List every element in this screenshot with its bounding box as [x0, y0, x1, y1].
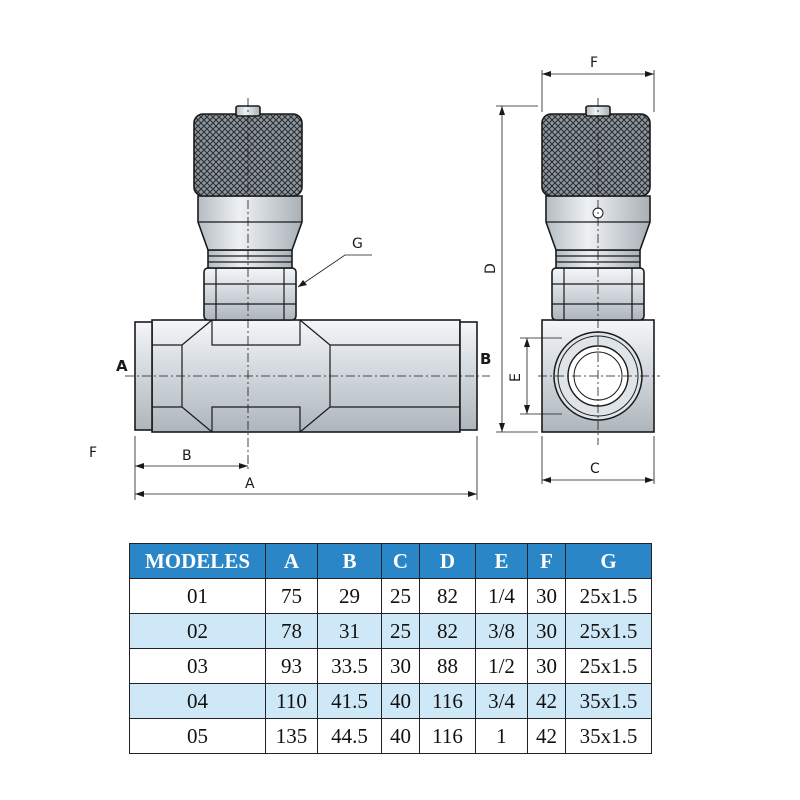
col-header-modeles: MODELES — [129, 543, 266, 579]
table-cell: 3/4 — [475, 683, 528, 719]
side-knurled-knob — [541, 113, 651, 197]
table-cell: 75 — [265, 578, 318, 614]
valve-body — [151, 319, 461, 433]
side-view: F D E C — [483, 55, 660, 484]
col-header-g: G — [565, 543, 652, 579]
table-cell: 01 — [129, 578, 266, 614]
table-cell: 25 — [381, 613, 420, 649]
table-cell: 35x1.5 — [565, 683, 652, 719]
front-view: A B G B A F — [89, 98, 491, 500]
dim-e-label: E — [508, 373, 524, 382]
table-cell: 82 — [419, 578, 476, 614]
table-cell: 78 — [265, 613, 318, 649]
col-header-f: F — [527, 543, 566, 579]
table-cell: 30 — [527, 578, 566, 614]
table-cell: 1/4 — [475, 578, 528, 614]
dim-d-label: D — [483, 263, 499, 274]
table-cell: 116 — [419, 718, 476, 754]
dim-g-label: G — [352, 236, 363, 252]
table-cell: 25x1.5 — [565, 613, 652, 649]
col-header-c: C — [381, 543, 420, 579]
col-header-e: E — [475, 543, 528, 579]
table-row: 04 110 41.5 40 116 3/4 42 35x1.5 — [129, 683, 652, 719]
table-cell: 03 — [129, 648, 266, 684]
table-cell: 29 — [317, 578, 382, 614]
table-cell: 05 — [129, 718, 266, 754]
port-b-label: B — [480, 350, 491, 368]
table-cell: 31 — [317, 613, 382, 649]
table-cell: 40 — [381, 718, 420, 754]
col-header-d: D — [419, 543, 476, 579]
table-cell: 35x1.5 — [565, 718, 652, 754]
table-cell: 88 — [419, 648, 476, 684]
table-cell: 30 — [381, 648, 420, 684]
table-row: 02 78 31 25 82 3/8 30 25x1.5 — [129, 613, 652, 649]
table-cell: 1/2 — [475, 648, 528, 684]
internal-bore — [152, 319, 460, 433]
table-cell: 25 — [381, 578, 420, 614]
table-cell: 30 — [527, 613, 566, 649]
stem-neck — [207, 249, 293, 269]
table-cell: 82 — [419, 613, 476, 649]
table-cell: 93 — [265, 648, 318, 684]
table-cell: 1 — [475, 718, 528, 754]
table-cell: 44.5 — [317, 718, 382, 754]
table-cell: 33.5 — [317, 648, 382, 684]
table-cell: 25x1.5 — [565, 648, 652, 684]
col-header-b: B — [317, 543, 382, 579]
dim-c-label: C — [590, 461, 600, 477]
table-row: 03 93 33.5 30 88 1/2 30 25x1.5 — [129, 648, 652, 684]
table-cell: 41.5 — [317, 683, 382, 719]
port-a-label: A — [116, 357, 128, 375]
table-cell: 42 — [527, 718, 566, 754]
table-cell: 110 — [265, 683, 318, 719]
dim-f-label: F — [590, 55, 598, 71]
table-cell: 30 — [527, 648, 566, 684]
table-cell: 40 — [381, 683, 420, 719]
col-header-a: A — [265, 543, 318, 579]
table-cell: 135 — [265, 718, 318, 754]
dim-a-label: A — [245, 476, 255, 492]
margin-mark: F — [89, 445, 97, 461]
table-cell: 02 — [129, 613, 266, 649]
dim-b-label: B — [182, 448, 192, 464]
table-cell: 04 — [129, 683, 266, 719]
table-cell: 116 — [419, 683, 476, 719]
technical-drawing: A B G B A F — [89, 55, 660, 500]
table-cell: 25x1.5 — [565, 578, 652, 614]
table-row: 05 135 44.5 40 116 1 42 35x1.5 — [129, 718, 652, 754]
table-cell: 3/8 — [475, 613, 528, 649]
table-header-row: MODELES A B C D E F G — [129, 543, 652, 579]
lock-nut — [203, 267, 297, 321]
table-row: 01 75 29 25 82 1/4 30 25x1.5 — [129, 578, 652, 614]
dimensions-table: MODELES A B C D E F G 01 75 29 25 82 1/4… — [129, 543, 652, 754]
stem-body — [197, 195, 303, 251]
table-cell: 42 — [527, 683, 566, 719]
